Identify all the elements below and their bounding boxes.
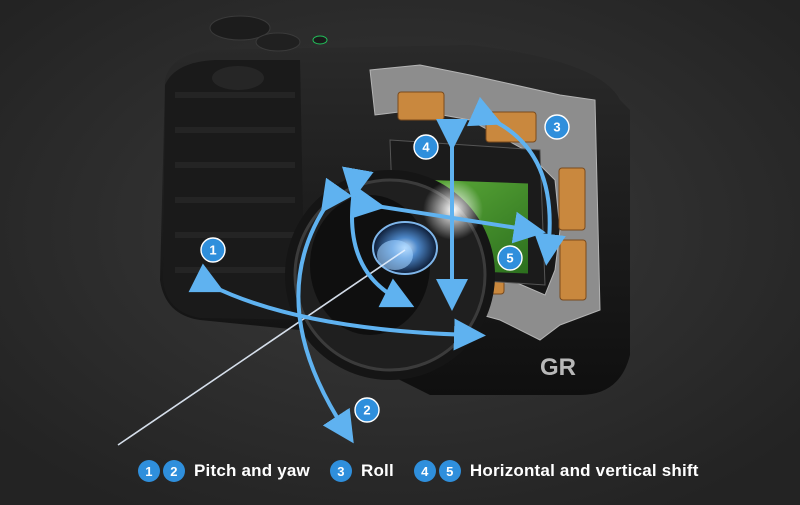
legend-group-shift: 4 5 Horizontal and vertical shift: [413, 460, 711, 482]
callout-4: 4: [413, 134, 439, 160]
svg-text:4: 4: [422, 140, 430, 155]
legend-badge-5: 5: [438, 460, 461, 482]
legend-group-pitch-yaw: 1 2 Pitch and yaw: [138, 460, 322, 482]
svg-text:3: 3: [553, 120, 560, 135]
yaw-arrow: [188, 263, 486, 351]
legend-badge-4: 4: [413, 460, 436, 482]
legend-badge-1: 1: [138, 460, 160, 482]
svg-text:2: 2: [363, 403, 370, 418]
callout-5: 5: [497, 245, 523, 271]
svg-text:1: 1: [209, 243, 216, 258]
callout-2: 2: [354, 397, 380, 423]
legend-label-pitch-yaw: Pitch and yaw: [194, 461, 310, 480]
legend-group-roll: 3 Roll: [329, 460, 406, 482]
horizontal-shift-arrow: [351, 186, 546, 244]
gr-brand-mark: GR: [540, 354, 576, 381]
legend: 1 2 Pitch and yaw 3 Roll 4 5 Horizontal …: [138, 458, 711, 484]
roll-arrow: [466, 96, 566, 266]
motion-arrows: [188, 96, 566, 444]
svg-text:5: 5: [506, 251, 513, 266]
legend-badge-3: 3: [329, 460, 352, 482]
callout-1: 1: [200, 237, 226, 263]
callout-3: 3: [544, 114, 570, 140]
legend-badge-2: 2: [163, 460, 185, 482]
pitch-arrow: [296, 177, 354, 444]
legend-label-roll: Roll: [360, 461, 394, 480]
legend-label-shift: Horizontal and vertical shift: [469, 461, 699, 480]
